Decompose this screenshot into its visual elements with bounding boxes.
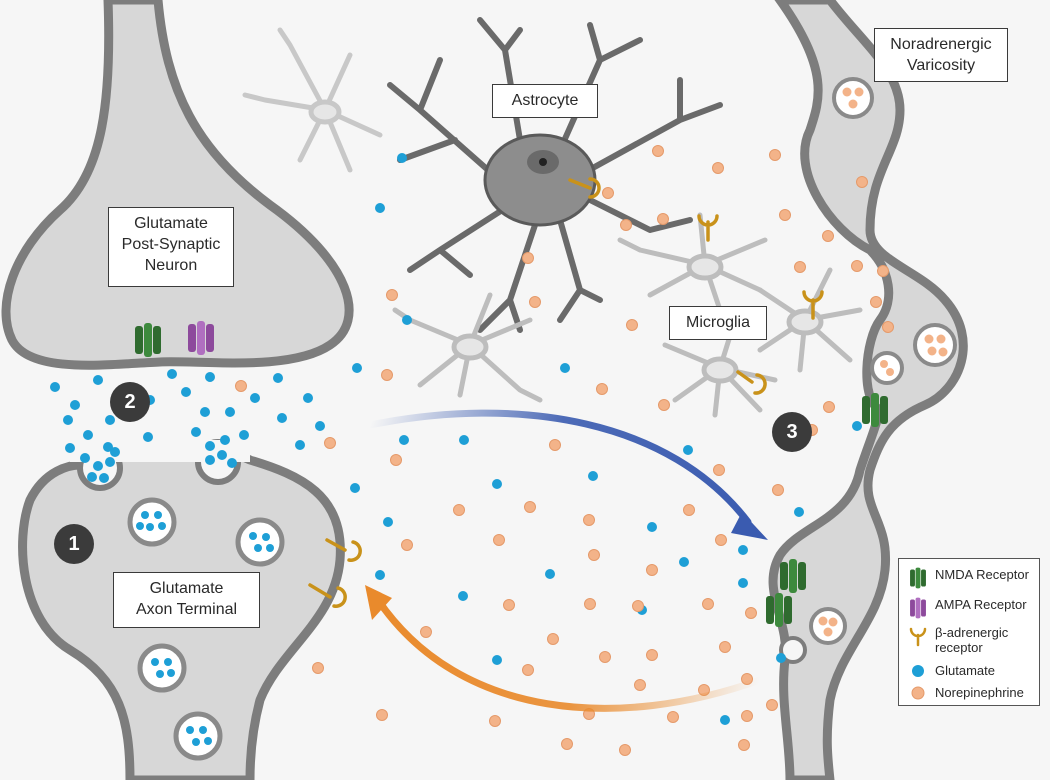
- label-microglia: Microglia: [669, 306, 767, 340]
- ampa-receptor: [188, 321, 214, 355]
- legend-item-norepinephrine: Norepinephrine: [907, 685, 1024, 707]
- glial-cell-faint: [242, 27, 383, 173]
- norepinephrine-vesicle: [809, 607, 847, 645]
- legend-label: NMDA Receptor: [935, 567, 1029, 582]
- nmda-receptor: [135, 323, 161, 357]
- glutamate-molecules: [50, 153, 862, 725]
- glutamate-vesicle: [137, 643, 187, 693]
- microglia-cells: [392, 212, 863, 418]
- astrocyte-cell: [387, 17, 723, 333]
- legend-label: AMPA Receptor: [935, 597, 1027, 612]
- label-line: Glutamate: [134, 215, 208, 232]
- label-line: Glutamate: [149, 580, 224, 597]
- arrow-norepinephrine-to-terminal: [374, 596, 764, 712]
- glutamate-vesicle: [173, 711, 223, 761]
- arrow-glutamate-to-varicosity: [366, 409, 752, 526]
- glutamate-vesicle: [127, 497, 177, 547]
- legend-label: Glutamate: [935, 663, 995, 678]
- legend-item-ampa: AMPA Receptor: [907, 597, 1027, 619]
- nmda-receptor: [780, 559, 806, 593]
- label-line: Axon Terminal: [135, 601, 238, 618]
- step-badge-3: 3: [772, 412, 812, 452]
- legend-item-glutamate: Glutamate: [907, 663, 995, 685]
- legend-item-nmda: NMDA Receptor: [907, 567, 1029, 589]
- label-post-synaptic-neuron: Glutamate Post-Synaptic Neuron: [108, 207, 234, 287]
- label-line: Varicosity: [906, 57, 976, 74]
- beta-adrenergic-receptor: [308, 177, 824, 608]
- label-astrocyte: Astrocyte: [492, 84, 598, 118]
- legend-label: β-adrenergic receptor: [935, 625, 1008, 655]
- nmda-receptor-icon: [910, 567, 926, 589]
- step-badge-2: 2: [110, 382, 150, 422]
- nmda-receptor: [862, 393, 888, 427]
- label-line: Noradrenergic: [890, 36, 992, 53]
- arrow-head-orange: [365, 585, 392, 620]
- label-line: Microglia: [685, 314, 750, 331]
- legend: NMDA Receptor AMPA Receptor β-adrenergic…: [898, 558, 1040, 706]
- label-noradrenergic-varicosity: Noradrenergic Varicosity: [874, 28, 1008, 82]
- arrow-head-blue: [731, 512, 768, 540]
- label-line: Post-Synaptic: [121, 236, 221, 253]
- norepinephrine-icon: [911, 686, 925, 700]
- glutamate-vesicle: [235, 517, 285, 567]
- legend-label-line: β-adrenergic: [935, 625, 1009, 640]
- legend-label-line: receptor: [935, 640, 983, 655]
- norepinephrine-molecules: [235, 145, 894, 756]
- norepinephrine-vesicle: [870, 351, 904, 385]
- norepinephrine-vesicle: [832, 77, 874, 119]
- label-line: Astrocyte: [511, 92, 579, 109]
- step-badge-1: 1: [54, 524, 94, 564]
- glutamate-icon: [912, 665, 924, 677]
- legend-label: Norepinephrine: [935, 685, 1024, 700]
- nmda-receptor: [766, 593, 792, 627]
- beta-receptor-icon: [909, 627, 927, 647]
- label-line: Neuron: [144, 257, 198, 274]
- label-axon-terminal: Glutamate Axon Terminal: [113, 572, 260, 628]
- norepinephrine-vesicle: [913, 323, 957, 367]
- legend-item-beta: β-adrenergic receptor: [907, 625, 1008, 655]
- post-synaptic-neuron: [1, 0, 354, 370]
- ampa-receptor-icon: [910, 597, 926, 619]
